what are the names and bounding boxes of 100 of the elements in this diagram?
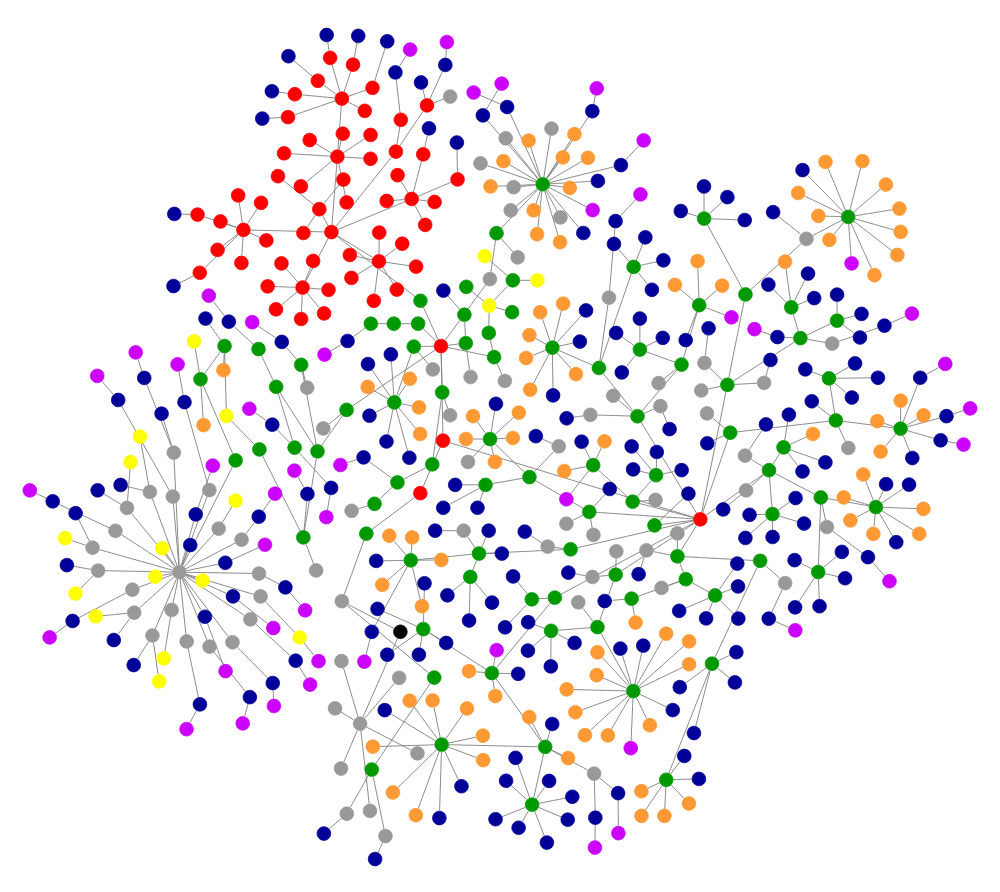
connector: [397, 748, 437, 787]
node-circle: [648, 491, 663, 507]
connector: [343, 70, 352, 92]
connector: [277, 392, 293, 441]
node-circle: [334, 652, 349, 668]
node-circle: [390, 166, 405, 182]
connector: [353, 41, 358, 57]
node-circle: [505, 429, 521, 445]
connector: [262, 454, 301, 531]
connector: [765, 365, 770, 376]
node-circle: [590, 644, 605, 659]
node-circle: [577, 726, 593, 742]
node-circle: [236, 221, 251, 237]
connector: [854, 217, 895, 230]
connector: [643, 407, 655, 413]
connector: [343, 538, 365, 594]
connector: [399, 110, 424, 145]
node-circle: [956, 436, 971, 451]
connector: [448, 735, 477, 743]
connector: [495, 306, 506, 310]
connector: [78, 591, 127, 618]
connector: [534, 623, 545, 628]
connector: [856, 508, 870, 517]
connector: [375, 404, 389, 412]
node-circle: [388, 64, 403, 79]
connector: [543, 134, 551, 177]
node-circle: [818, 153, 833, 169]
node-circle: [481, 324, 496, 340]
node-circle: [707, 587, 723, 602]
node-circle: [252, 441, 267, 456]
node-circle: [340, 332, 355, 348]
connector: [337, 104, 342, 149]
connector: [535, 337, 547, 344]
node-circle: [662, 420, 677, 436]
node-circle: [202, 638, 217, 653]
connector: [750, 458, 764, 466]
connector: [833, 381, 847, 393]
node-circle: [653, 397, 668, 413]
connector: [532, 348, 547, 355]
connector: [410, 543, 413, 553]
node-circle: [561, 564, 576, 579]
connector: [577, 519, 694, 548]
connector: [599, 573, 609, 576]
connector: [432, 398, 442, 457]
node-circle: [840, 208, 856, 224]
connector: [471, 289, 485, 301]
connector: [515, 187, 538, 206]
connector: [356, 255, 373, 260]
node-circle: [447, 476, 463, 492]
connector: [447, 745, 477, 758]
connector: [79, 574, 94, 588]
connector: [706, 223, 743, 288]
connector: [335, 155, 392, 226]
connector: [800, 562, 813, 569]
node-circle: [576, 224, 591, 240]
connector: [479, 490, 484, 501]
node-circle: [606, 235, 622, 251]
connector: [750, 517, 768, 533]
connector: [636, 696, 648, 719]
connector: [544, 189, 559, 235]
connector: [609, 226, 616, 291]
node-circle: [287, 462, 302, 477]
node-circle: [425, 456, 440, 471]
node-circle: [268, 301, 284, 316]
connector: [849, 166, 862, 210]
connector: [593, 93, 596, 104]
connector: [400, 179, 409, 193]
connector: [377, 322, 387, 324]
node-circle: [555, 149, 571, 164]
connector: [538, 806, 562, 817]
connector: [346, 458, 358, 463]
connector: [750, 242, 802, 290]
node-circle: [560, 749, 576, 765]
node-circle: [636, 132, 651, 147]
connector: [718, 653, 730, 660]
connector: [165, 552, 176, 566]
node-circle: [681, 795, 697, 810]
node-circle: [517, 523, 532, 538]
node-circle: [379, 433, 394, 448]
connector: [374, 266, 379, 293]
node-circle: [460, 453, 476, 469]
node-circle: [625, 461, 641, 476]
connector: [687, 211, 698, 216]
node-circle: [821, 370, 837, 385]
connector: [552, 353, 554, 388]
connector: [347, 100, 359, 107]
node-circle: [742, 506, 757, 522]
connector: [178, 369, 184, 395]
connector: [185, 541, 236, 569]
node-circle: [251, 340, 266, 356]
connector: [417, 350, 429, 364]
node-circle: [777, 574, 793, 590]
node-circle: [532, 304, 548, 319]
node-circle: [489, 641, 504, 657]
connector: [342, 137, 365, 153]
node-circle: [432, 809, 447, 825]
connector: [683, 310, 698, 358]
connector: [422, 305, 439, 339]
connector: [618, 248, 630, 261]
connector: [162, 572, 173, 575]
